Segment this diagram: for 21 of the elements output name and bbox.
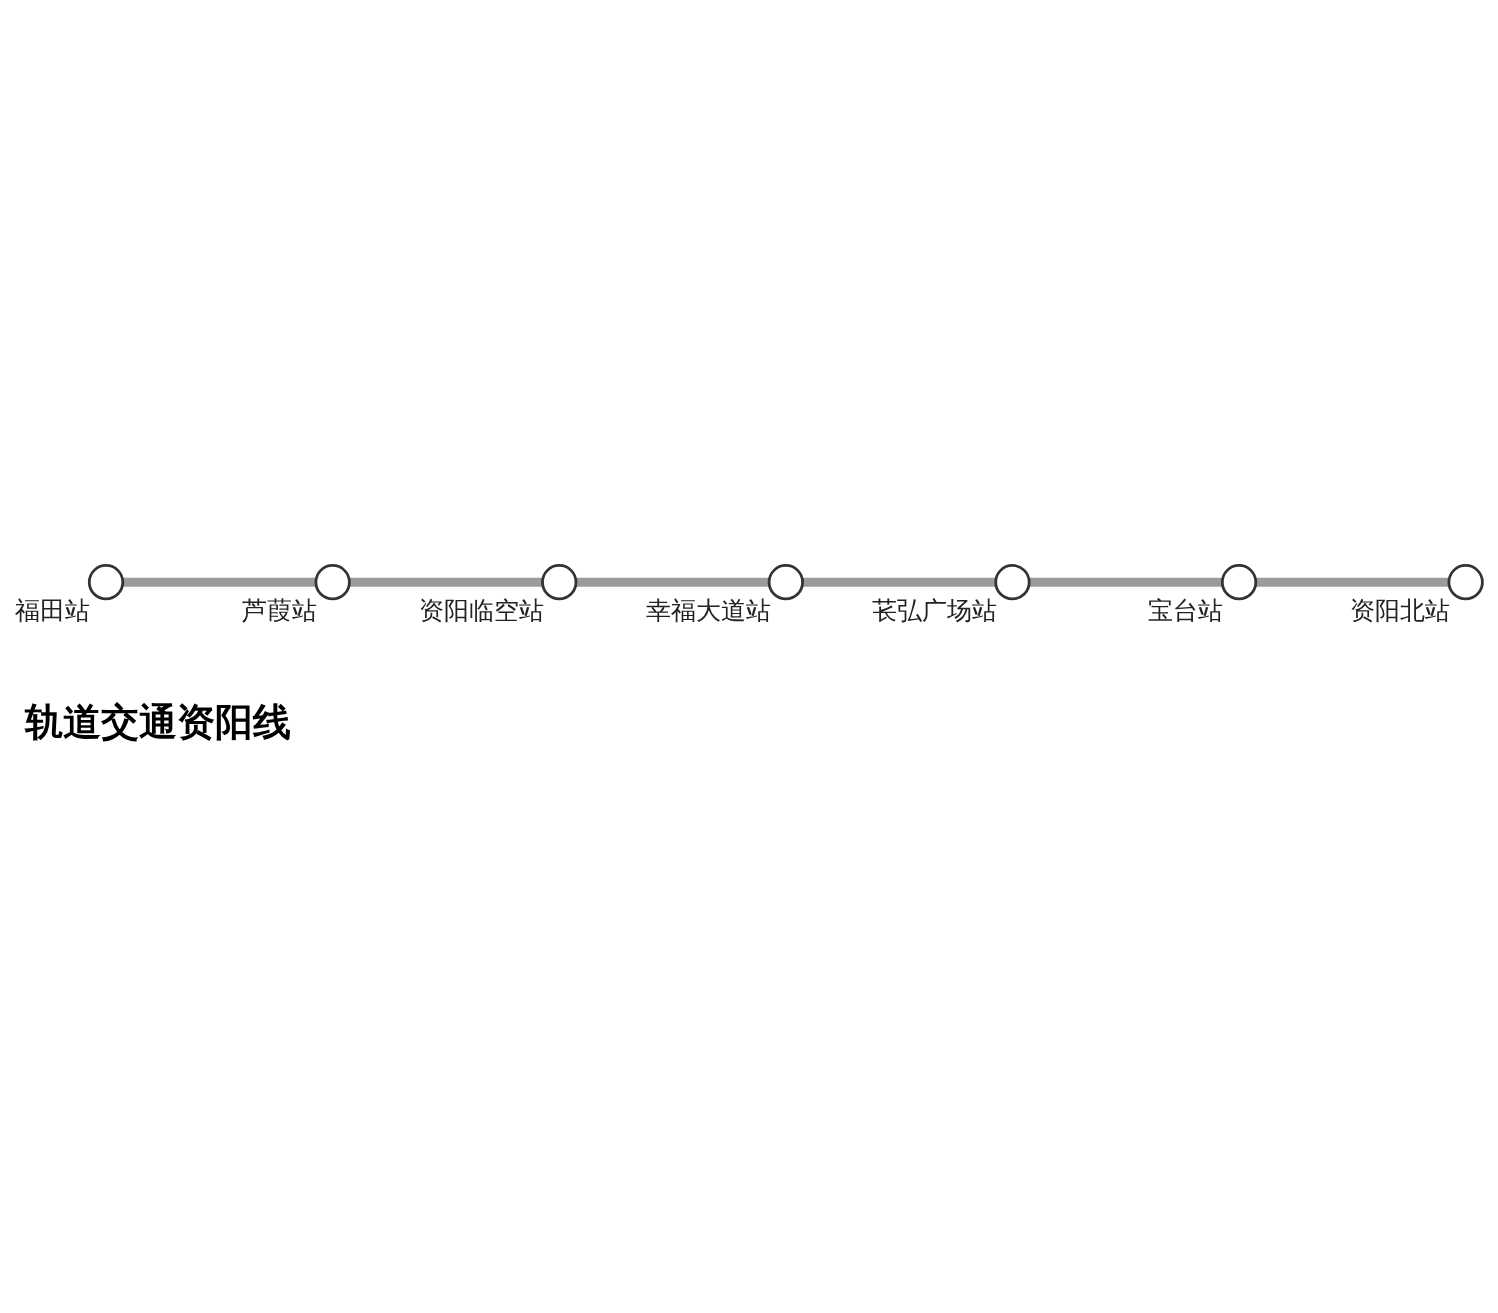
connector [576, 577, 769, 587]
node-circle [1447, 563, 1484, 600]
node-circle [994, 563, 1031, 600]
node-circle [314, 563, 351, 600]
node-label: 资阳北站 [1349, 595, 1450, 625]
connector [1029, 577, 1223, 587]
connector [1255, 577, 1449, 587]
node-label: 福田站 [14, 595, 90, 625]
node-label: 宝台站 [1147, 595, 1223, 625]
node-circle [767, 563, 804, 600]
node-circle [87, 563, 125, 600]
connector [802, 577, 996, 587]
connector [349, 577, 543, 587]
node-label: 幸福大道站 [645, 595, 771, 625]
node-label: 资阳临空站 [419, 595, 545, 625]
node-label: 苌弘广场站 [872, 595, 998, 625]
node-circle [1220, 563, 1258, 600]
node-circle [541, 563, 578, 600]
node-label: 芦葭站 [241, 595, 317, 625]
diagram-title: 轨道交通资阳线 [24, 699, 291, 744]
connector [122, 577, 316, 587]
